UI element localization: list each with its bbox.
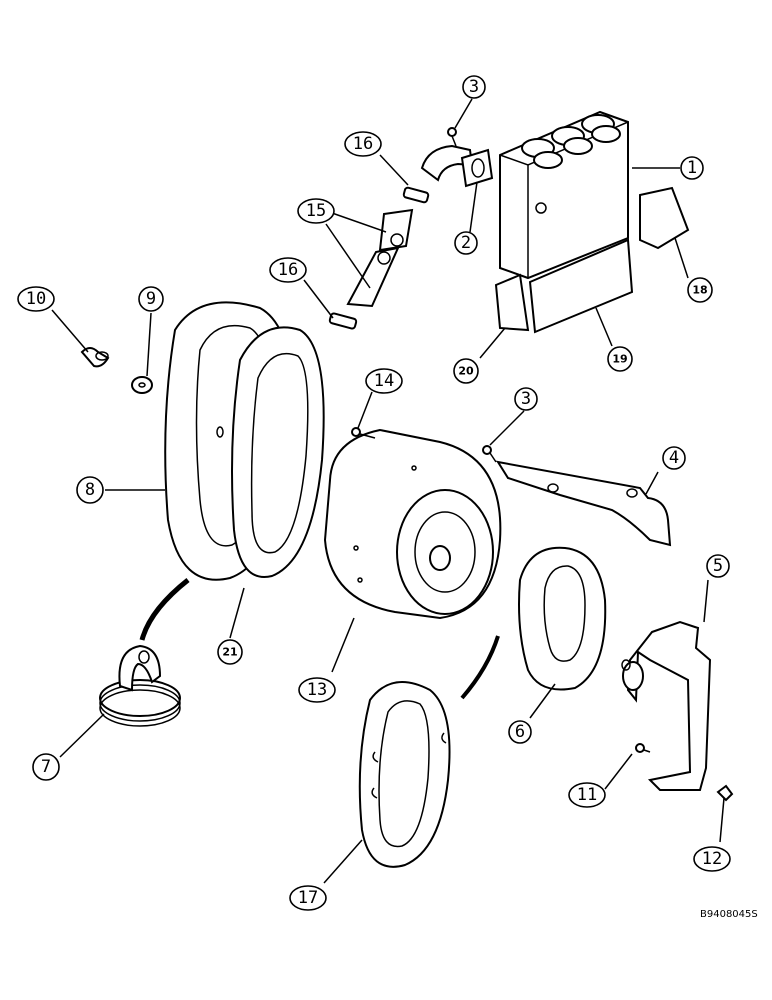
svg-text:6: 6 bbox=[515, 722, 525, 742]
part-clamp-band bbox=[99, 644, 181, 727]
part-blower-housing bbox=[323, 428, 502, 620]
callout-16-bottom: 16 bbox=[269, 257, 307, 283]
svg-text:21: 21 bbox=[222, 646, 237, 659]
callout-16-top: 16 bbox=[344, 131, 382, 157]
svg-text:3: 3 bbox=[469, 77, 479, 97]
callout-1: 1 bbox=[680, 156, 704, 180]
part-support-bracket bbox=[621, 620, 712, 791]
callout-2: 2 bbox=[454, 231, 478, 255]
svg-text:16: 16 bbox=[353, 134, 373, 154]
part-gasket-ring bbox=[231, 326, 325, 579]
svg-text:15: 15 bbox=[306, 201, 326, 221]
callout-11: 11 bbox=[568, 782, 606, 808]
part-nut-bottom bbox=[635, 743, 651, 753]
svg-text:2: 2 bbox=[461, 233, 471, 253]
part-hose-strips bbox=[346, 208, 414, 308]
part-washer bbox=[131, 376, 153, 394]
callout-3-top: 3 bbox=[462, 75, 486, 99]
svg-text:10: 10 bbox=[26, 289, 46, 309]
part-heater-core-box bbox=[499, 110, 629, 280]
svg-text:17: 17 bbox=[298, 888, 318, 908]
drawing-id: B9408045S bbox=[700, 909, 758, 920]
callout-12: 12 bbox=[693, 846, 731, 872]
svg-text:16: 16 bbox=[278, 260, 298, 280]
callout-3-mid: 3 bbox=[514, 387, 538, 411]
callout-17: 17 bbox=[289, 885, 327, 911]
motion-arrow-clamp bbox=[139, 578, 190, 641]
part-fitting-lower bbox=[328, 312, 358, 330]
svg-text:11: 11 bbox=[577, 785, 597, 805]
leader-lines bbox=[51, 98, 725, 884]
svg-text:20: 20 bbox=[458, 365, 474, 378]
callout-20: 20 bbox=[453, 358, 479, 384]
callout-21: 21 bbox=[217, 639, 243, 665]
callout-19: 19 bbox=[607, 346, 633, 372]
part-foam-block-left bbox=[494, 273, 530, 332]
callout-8: 8 bbox=[76, 476, 104, 504]
part-screw-top bbox=[447, 127, 457, 147]
part-fitting-upper bbox=[402, 186, 430, 204]
part-filter-element bbox=[518, 546, 607, 691]
part-elbow-tube bbox=[420, 144, 494, 188]
callout-4: 4 bbox=[662, 446, 686, 470]
svg-text:5: 5 bbox=[713, 556, 723, 576]
callout-14: 14 bbox=[365, 368, 403, 394]
svg-text:19: 19 bbox=[612, 353, 627, 366]
callout-9: 9 bbox=[138, 286, 164, 312]
svg-text:4: 4 bbox=[669, 448, 679, 468]
svg-text:12: 12 bbox=[702, 849, 722, 869]
part-screw-blower bbox=[351, 427, 376, 439]
callout-18: 18 bbox=[687, 277, 713, 303]
part-foam-block-right bbox=[639, 186, 690, 250]
svg-text:14: 14 bbox=[374, 371, 394, 391]
callout-6: 6 bbox=[508, 720, 532, 744]
svg-text:13: 13 bbox=[307, 680, 327, 700]
part-screw-bracket bbox=[482, 445, 497, 463]
part-mounting-bracket bbox=[495, 460, 672, 547]
svg-text:1: 1 bbox=[687, 158, 697, 178]
svg-text:18: 18 bbox=[692, 284, 707, 297]
callout-5: 5 bbox=[706, 554, 730, 578]
part-foam-strip bbox=[528, 238, 634, 334]
part-wing-nut bbox=[80, 347, 110, 368]
callout-15: 15 bbox=[297, 198, 335, 224]
svg-text:7: 7 bbox=[41, 757, 51, 777]
svg-text:3: 3 bbox=[521, 389, 531, 409]
part-mounting-plate bbox=[358, 681, 451, 868]
svg-text:8: 8 bbox=[85, 480, 95, 500]
svg-text:9: 9 bbox=[146, 289, 156, 309]
part-cap-nut bbox=[716, 784, 734, 802]
callout-7: 7 bbox=[32, 753, 60, 781]
callout-10: 10 bbox=[17, 286, 55, 312]
callout-13: 13 bbox=[298, 677, 336, 703]
motion-arrow-filter bbox=[460, 635, 500, 700]
